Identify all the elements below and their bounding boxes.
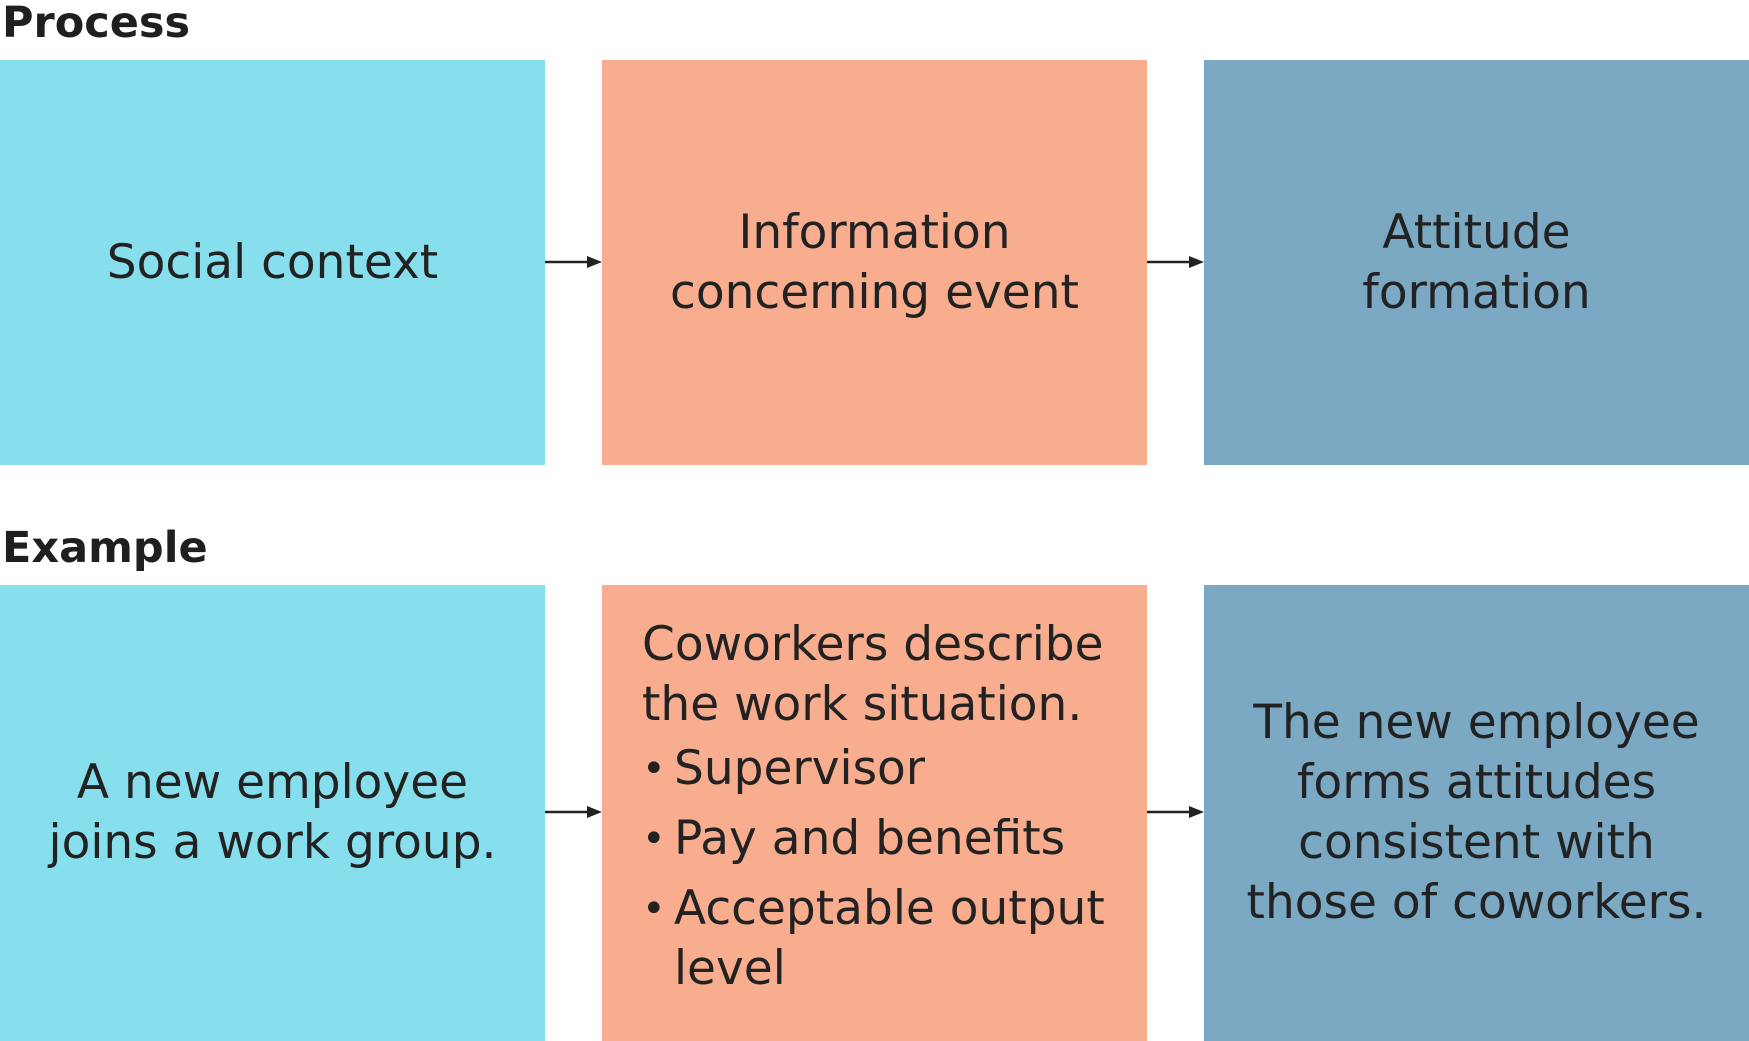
bullet-icon: • <box>642 746 666 792</box>
bullet-icon: • <box>642 816 666 862</box>
example-new-employee-box: A new employee joins a work group. <box>0 585 545 1041</box>
example-heading: Example <box>2 523 208 573</box>
example-coworkers-box: Coworkers describe the work situation. •… <box>602 585 1147 1041</box>
example-coworkers-intro: Coworkers describe the work situation. <box>642 617 1104 732</box>
bullet-icon: • <box>642 886 666 932</box>
process-attitude-label: Attitude formation <box>1362 204 1591 320</box>
example-attitudes-box: The new employee forms attitudes consist… <box>1204 585 1749 1041</box>
arrow-right-icon <box>545 806 602 818</box>
process-heading: Process <box>2 0 191 48</box>
arrow-right-icon <box>1147 256 1204 268</box>
process-social-context-box: Social context <box>0 60 545 465</box>
example-new-employee-label: A new employee joins a work group. <box>48 755 497 870</box>
bullet-item-pay-benefits: • Pay and benefits <box>642 809 1127 869</box>
arrow-right-icon <box>1147 806 1204 818</box>
bullet-text: Supervisor <box>674 741 926 796</box>
example-coworkers-bullet-list: • Supervisor • Pay and benefits • Accept… <box>642 739 1127 999</box>
example-attitudes-label: The new employee forms attitudes consist… <box>1246 695 1707 930</box>
bullet-item-output-level: • Acceptable output level <box>642 879 1127 999</box>
process-information-box: Information concerning event <box>602 60 1147 465</box>
example-coworkers-content: Coworkers describe the work situation. •… <box>642 615 1127 1009</box>
process-social-context-label: Social context <box>106 234 439 290</box>
process-information-label: Information concerning event <box>670 204 1079 320</box>
arrow-right-icon <box>545 256 602 268</box>
bullet-text: Acceptable output level <box>674 881 1105 996</box>
process-attitude-box: Attitude formation <box>1204 60 1749 465</box>
bullet-text: Pay and benefits <box>674 811 1066 866</box>
bullet-item-supervisor: • Supervisor <box>642 739 1127 799</box>
